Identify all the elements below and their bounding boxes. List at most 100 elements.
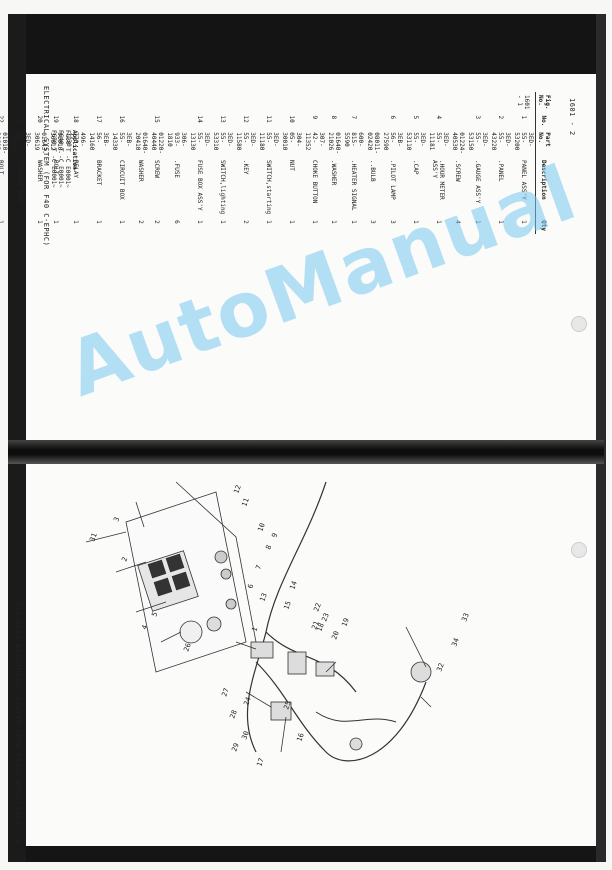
cell-no: 19 [52, 115, 60, 123]
callout-number: 1 [250, 626, 259, 633]
cell-no: 17 [95, 115, 102, 123]
cell-fig-no [450, 92, 466, 112]
cell-description: .FUSE [173, 159, 180, 179]
cell-qty: 1 [72, 220, 79, 224]
cell-part-no: 3ED-55-43220 [490, 132, 511, 151]
callout-number: 33 [460, 612, 470, 623]
scan-border-top [8, 14, 604, 74]
cell-qty: 2 [153, 220, 161, 224]
cell-fig-no [466, 92, 489, 112]
cell-no [450, 112, 466, 129]
hour-meter [179, 620, 203, 644]
cell-qty: 1 [497, 220, 504, 224]
cell-qty: 1 [474, 220, 481, 224]
cell-no: 6 [389, 115, 396, 120]
callout-number: 5 [150, 611, 159, 618]
cell-description: .KEY [242, 159, 249, 175]
cell-qty: 1 [435, 220, 442, 224]
callout-number: 20 [330, 630, 340, 641]
cell-description: FUSE BOX ASS'Y [196, 159, 203, 211]
cell-part-no: 496-770-1130 [65, 132, 86, 147]
cell-part-no: 01224-40530 [451, 132, 465, 154]
cell-description: SWITCH,starting [265, 159, 272, 215]
page-number-bottom: 1601 - 1 [14, 806, 22, 844]
cell-no: 21 [17, 115, 24, 123]
cell-description: FLASHER UNIT [17, 159, 24, 204]
cell-qty: 1 [118, 220, 125, 224]
cell-no: 10 [288, 115, 295, 123]
header-no: No. [535, 112, 552, 130]
cell-fig-no [381, 92, 404, 112]
header-fig-no: Fig. No. [535, 92, 552, 113]
cell-fig-no [234, 92, 257, 112]
callout-number: 26 [182, 642, 192, 653]
cell-qty: 1 [330, 220, 338, 224]
cell-no: 3 [474, 115, 481, 120]
callout-number: 15 [282, 600, 292, 611]
callout-number: 34 [450, 637, 460, 648]
cell-fig-no [326, 92, 342, 112]
callout-number: 30 [240, 730, 250, 741]
cell-description: RELAY [72, 159, 79, 179]
parts-table: Fig. No. No. Part No. Description Qty 16… [0, 92, 552, 235]
callout-number: 23 [320, 612, 330, 623]
cell-fig-no [64, 92, 87, 112]
cell-no [365, 112, 381, 129]
cell-description: .CAP [412, 159, 419, 175]
cell-fig-no [280, 92, 303, 112]
cell-qty: 1 [52, 220, 60, 224]
cell-description: .PILOT LAMP [389, 159, 396, 200]
callout-number: 18 [315, 622, 325, 633]
cell-part-no: 01220-40440 [150, 132, 164, 154]
cell-no: 18 [72, 115, 79, 123]
cell-fig-no [48, 92, 64, 112]
cell-description: BOLT [52, 159, 60, 175]
cell-fig-no [110, 92, 133, 112]
cell-description: PANEL ASS'Y [520, 159, 527, 200]
callout-number: 7 [254, 564, 263, 571]
page-fold [8, 440, 604, 464]
cell-description: WASHER [36, 159, 44, 182]
cell-no [133, 112, 149, 129]
cell-description: .HOUR METER ASS'Y [431, 159, 446, 200]
cell-no: 9 [311, 115, 318, 120]
callout-number: 16 [295, 732, 305, 743]
callout-number: 25 [282, 700, 292, 711]
callout-number: 17 [255, 757, 265, 768]
cell-description: .GAUGE ASS'Y [474, 159, 481, 204]
cell-part-no: 3ED-55-53110 [405, 132, 426, 151]
cell-qty: 1 [288, 220, 295, 224]
cell-part-no: 01643-30619 [33, 132, 47, 154]
cell-description: BRACKET [95, 159, 102, 186]
cell-qty: 1 [17, 220, 24, 224]
cell-fig-no [257, 92, 280, 112]
cell-description: SCREW [153, 159, 161, 179]
cell-qty: 3 [369, 220, 377, 224]
cell-qty: 1 [350, 220, 357, 224]
cell-part-no: 01010-30612 [0, 132, 8, 154]
cell-qty: 2 [242, 220, 249, 224]
cell-part-no: 3EB-55-14330 [111, 132, 132, 151]
cell-part-no: 01640-20410 [134, 132, 148, 154]
parts-table-wrap: Fig. No. No. Part No. Description Qty 16… [0, 92, 552, 235]
callout-number: 9 [270, 532, 279, 539]
cell-no: 4 [435, 115, 442, 120]
cell-part-no: 3ED-55-11180 [258, 132, 279, 151]
callout-number: 31 [88, 532, 98, 543]
